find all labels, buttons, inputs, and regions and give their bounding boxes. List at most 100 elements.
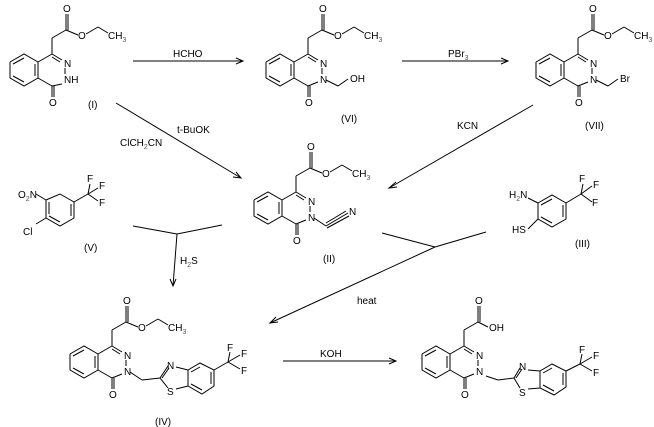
atom-o: O — [461, 390, 469, 401]
compound-III-bonds — [527, 183, 593, 230]
atom-oh: OH — [489, 323, 504, 334]
atom-n: N — [349, 207, 356, 218]
compound-II: O O CH3 N N N O (II) — [253, 142, 370, 265]
atom-f: F — [87, 174, 93, 185]
atom-n: N — [308, 213, 315, 224]
atom-f: F — [99, 181, 105, 192]
reagent-h2s: H2S — [180, 256, 198, 269]
arrowhead-icon — [235, 57, 245, 65]
compound-I-bonds — [9, 14, 109, 97]
atom-n: N — [124, 351, 131, 362]
compound-IV: O O CH3 N N O N S F F F (IV) — [69, 296, 247, 427]
compound-label-II: (II) — [323, 254, 335, 265]
atom-n: N — [476, 367, 483, 378]
reagent-hcho: HCHO — [173, 49, 203, 60]
atom-s: S — [519, 388, 526, 399]
atom-cl: Cl — [23, 227, 32, 238]
atom-o: O — [319, 4, 327, 15]
atom-f: F — [593, 180, 599, 191]
atom-o: O — [63, 4, 71, 15]
compound-VII: O O CH3 N N Br O (VII) — [535, 4, 652, 132]
reagent-koh: KOH — [320, 349, 342, 360]
reagent-tbuok: t-BuOK — [177, 125, 210, 136]
atom-o: O — [307, 142, 315, 153]
arrowhead-icon — [388, 357, 398, 365]
atom-o2n: O2N — [18, 190, 37, 203]
reagent-clch2cn: ClCH2CN — [120, 138, 162, 151]
atom-o: O — [589, 4, 597, 15]
atom-oh: OH — [350, 74, 365, 85]
atom-f: F — [227, 343, 233, 354]
atom-o: O — [109, 390, 117, 401]
arrow-I-to-II — [115, 102, 243, 179]
atom-o: O — [49, 98, 57, 109]
compound-IV-bonds — [69, 306, 241, 395]
compound-V-bonds — [35, 183, 99, 227]
atom-o: O — [475, 296, 483, 307]
atom-o: O — [305, 98, 313, 109]
compound-label-IV: (IV) — [155, 417, 171, 427]
compound-label-V: (V) — [84, 243, 97, 254]
atom-o: O — [575, 98, 583, 109]
compound-I: O O CH3 N NH O (I) — [9, 4, 126, 111]
atom-hs: HS — [512, 225, 526, 236]
reagent-heat: heat — [357, 296, 377, 307]
atom-o: O — [78, 31, 86, 42]
atom-o: O — [293, 236, 301, 247]
atom-n: N — [476, 351, 483, 362]
atom-n: N — [64, 59, 71, 70]
arrowhead-icon — [387, 181, 398, 189]
atom-n: N — [590, 59, 597, 70]
atom-f: F — [579, 345, 585, 356]
atom-f: F — [592, 198, 598, 209]
compound-label-I: (I) — [88, 100, 97, 111]
atom-ch3: CH3 — [364, 31, 382, 44]
atom-o: O — [123, 296, 131, 307]
atom-nh: NH — [64, 75, 78, 86]
atom-o: O — [138, 323, 146, 334]
atom-h2n: H2N — [509, 190, 527, 203]
compound-label-VI: (VI) — [341, 114, 357, 125]
compound-VI: O O CH3 N N OH O (VI) — [265, 4, 382, 125]
arrowhead-icon — [169, 278, 177, 288]
atom-f: F — [241, 349, 247, 360]
atom-n-thiazole: N — [167, 361, 174, 372]
compound-label-VII: (VII) — [585, 121, 604, 132]
atom-f: F — [579, 174, 585, 185]
atom-br: Br — [620, 74, 631, 85]
reagent-kcn: KCN — [457, 121, 478, 132]
compound-VI-bonds — [265, 14, 365, 97]
atom-ch3: CH3 — [634, 31, 652, 44]
arrow-II-III-to-IV — [268, 231, 487, 324]
atom-n-thiazole: N — [519, 362, 526, 373]
atom-ch3: CH3 — [108, 31, 126, 44]
compound-acid-bonds — [421, 306, 593, 396]
atom-n: N — [320, 59, 327, 70]
atom-n: N — [308, 197, 315, 208]
compound-label-III: (III) — [575, 239, 590, 250]
atom-s: S — [167, 387, 174, 398]
atom-o: O — [334, 31, 342, 42]
atom-n: N — [320, 75, 327, 86]
arrow-VI-to-VII — [402, 57, 510, 65]
atom-o: O — [604, 31, 612, 42]
arrowhead-icon — [500, 57, 510, 65]
atom-f: F — [593, 368, 599, 379]
arrowhead-icon — [232, 171, 243, 179]
atom-f: F — [593, 351, 599, 362]
atom-n: N — [590, 75, 597, 86]
compound-VII-bonds — [535, 14, 635, 97]
arrow-VII-to-II — [387, 104, 534, 189]
compound-III: H2N HS F F F (III) — [509, 174, 599, 250]
atom-f: F — [241, 366, 247, 377]
compound-II-bonds — [253, 152, 353, 235]
arrow-V-to-IV — [132, 224, 223, 288]
compound-acid-product: O OH N N O N S F F F — [421, 296, 599, 401]
atom-o: O — [322, 169, 330, 180]
atom-ch3: CH3 — [352, 169, 370, 182]
arrowhead-icon — [268, 316, 279, 324]
reagent-pbr3: PBr3 — [448, 49, 469, 62]
atom-n: N — [124, 367, 131, 378]
arrow-I-to-VI — [133, 57, 245, 65]
